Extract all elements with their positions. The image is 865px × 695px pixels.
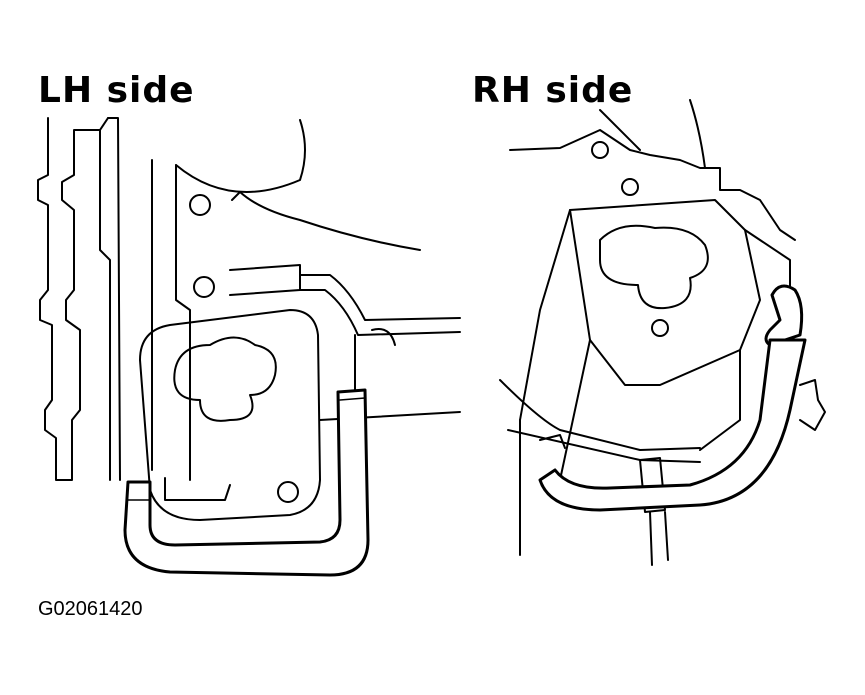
lh-bolt-hole-lower (277, 481, 299, 503)
rh-engine-outline (509, 129, 796, 241)
lh-flange-outline (139, 309, 321, 521)
lh-bolt-hole-upper (189, 194, 211, 216)
lh-engine-block-outline (37, 117, 109, 481)
rh-side-label: RH side (472, 70, 634, 111)
rh-side-drawing (499, 99, 826, 566)
figure-code: G02061420 (38, 598, 143, 620)
lh-coolant-hose (123, 388, 370, 577)
rh-coolant-hose (764, 284, 804, 347)
lh-manifold-outline (151, 159, 191, 481)
lh-port-outline (173, 336, 277, 422)
rh-port-outline (599, 224, 709, 310)
rh-bolt-hole-lower (651, 319, 669, 337)
lh-bolt-hole-middle (193, 276, 215, 298)
lh-side-drawing (37, 117, 461, 577)
rh-bolt-hole-upper (591, 141, 609, 159)
lh-side-label: LH side (38, 70, 195, 111)
rh-bolt-hole-middle (621, 178, 639, 196)
